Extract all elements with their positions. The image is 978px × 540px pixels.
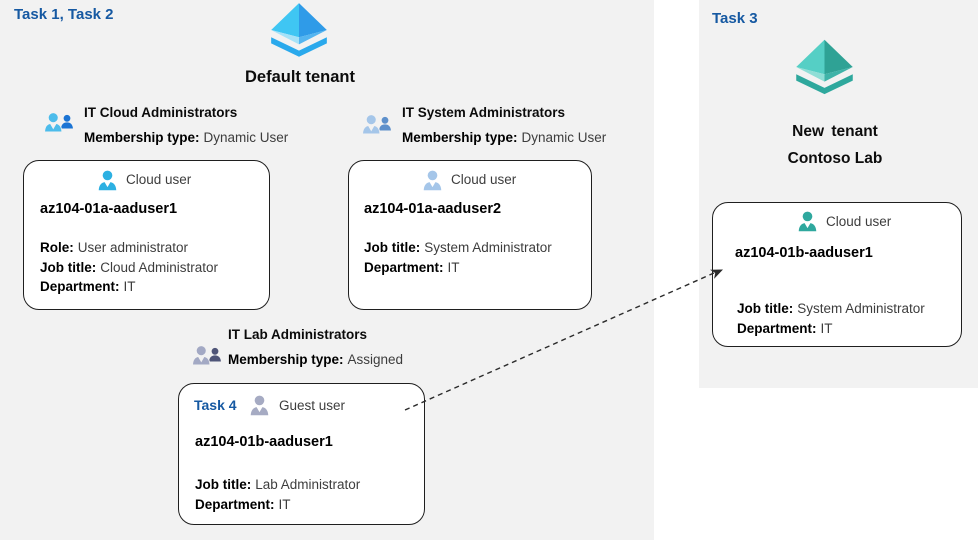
- group-title-it-system-administrators: IT System Administrators: [402, 105, 566, 120]
- attr-department: Department:IT: [737, 320, 833, 336]
- attr-job-title: Job title:Cloud Administrator: [40, 259, 219, 275]
- attr-job-title: Job title:Lab Administrator: [195, 477, 361, 492]
- cloud-user-icon: [94, 167, 121, 196]
- user-attributes: Job title:System Administrator Departmen…: [364, 238, 552, 277]
- default-tenant-azure-ad-icon: [266, 2, 332, 60]
- guest-user-icon: [246, 392, 273, 421]
- user-attributes: Job title:System Administrator Departmen…: [737, 299, 925, 338]
- attr-job-title: Job title:System Administrator: [737, 301, 925, 316]
- it-cloud-administrators-group-icon: [40, 109, 76, 138]
- user-card-az104-01a-aaduser2: Cloud user az104-01a-aaduser2 Job title:…: [348, 160, 592, 310]
- user-card-az104-01b-aaduser1-new-tenant: Cloud user az104-01b-aaduser1 Job title:…: [712, 202, 962, 347]
- group-membership-it-system-administrators: Membership type:Dynamic User: [402, 130, 606, 145]
- user-type-label: Cloud user: [826, 214, 892, 229]
- cloud-user-icon: [419, 167, 446, 196]
- it-system-administrators-group-icon: [358, 111, 394, 140]
- group-title-it-lab-administrators: IT Lab Administrators: [228, 327, 368, 342]
- task-1-2-label: Task 1, Task 2: [14, 6, 114, 23]
- task-3-label: Task 3: [712, 10, 758, 27]
- attr-job-title: Job title:System Administrator: [364, 240, 552, 255]
- user-type-label: Cloud user: [126, 172, 192, 187]
- new-tenant-azure-ad-icon: [791, 38, 858, 98]
- membership-type-value: Assigned: [347, 352, 404, 367]
- user-name: az104-01a-aaduser1: [40, 201, 178, 217]
- group-membership-it-cloud-administrators: Membership type:Dynamic User: [84, 130, 288, 145]
- user-card-az104-01a-aaduser1: Cloud user az104-01a-aaduser1 Role:User …: [23, 160, 270, 310]
- attr-department: Department:IT: [40, 279, 136, 294]
- membership-type-label: Membership type:: [402, 130, 518, 145]
- attr-department: Department:IT: [364, 259, 460, 275]
- membership-type-label: Membership type:: [228, 352, 344, 367]
- user-attributes: Job title:Lab Administrator Department:I…: [195, 475, 360, 514]
- it-lab-administrators-group-icon: [188, 342, 224, 371]
- group-title-it-cloud-administrators: IT Cloud Administrators: [84, 105, 238, 120]
- default-tenant-title: Default tenant: [244, 68, 355, 86]
- group-membership-it-lab-administrators: Membership type:Assigned: [228, 352, 403, 367]
- membership-type-value: Dynamic User: [521, 130, 607, 145]
- attr-role: Role:User administrator: [40, 240, 189, 255]
- user-type-label: Cloud user: [451, 172, 517, 187]
- new-tenant-title-line2: Contoso Lab: [787, 150, 883, 167]
- membership-type-label: Membership type:: [84, 130, 200, 145]
- user-type-label: Guest user: [279, 398, 346, 413]
- user-name: az104-01a-aaduser2: [364, 201, 502, 217]
- new-tenant-title-line1: New tenant: [792, 123, 878, 140]
- membership-type-value: Dynamic User: [203, 130, 289, 145]
- task-4-label: Task 4: [194, 397, 237, 413]
- cloud-user-icon: [794, 208, 821, 237]
- attr-department: Department:IT: [195, 496, 291, 512]
- user-name: az104-01b-aaduser1: [195, 434, 333, 450]
- guest-user-card-az104-01b-aaduser1: Task 4 Guest user az104-01b-aaduser1 Job…: [178, 383, 425, 525]
- user-name: az104-01b-aaduser1: [735, 245, 873, 261]
- user-attributes: Role:User administrator Job title:Cloud …: [40, 238, 218, 297]
